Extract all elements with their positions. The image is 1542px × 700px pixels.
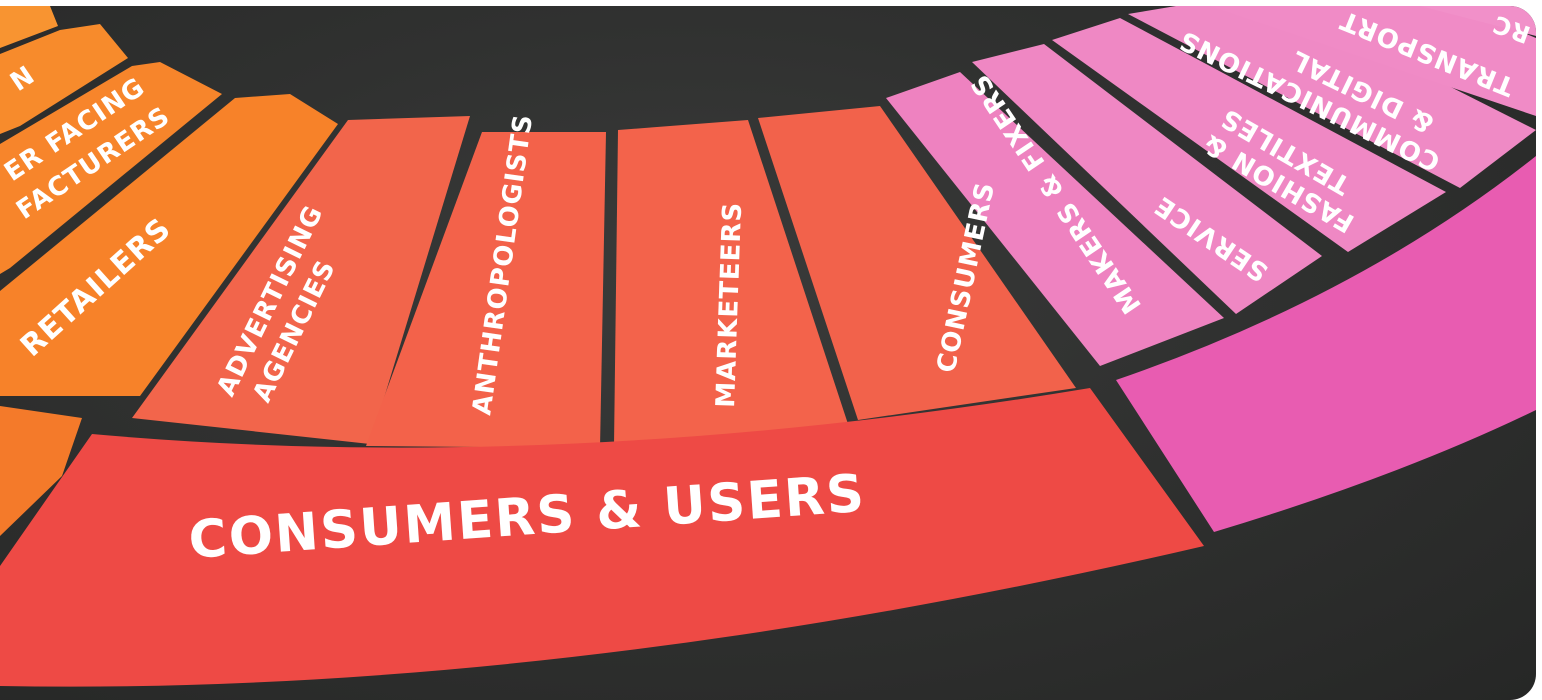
- segment-advertising-agencies: [132, 116, 470, 444]
- radial-diagram-photo: N ER FACING FACTURERS RETAILERS ADVERTIS…: [0, 6, 1536, 687]
- photo-frame: N ER FACING FACTURERS RETAILERS ADVERTIS…: [0, 6, 1536, 700]
- segment-consumer-facing-manufacturers: [0, 62, 222, 274]
- segment-retailers: [0, 94, 338, 396]
- label-marketeers: MARKETEERS: [711, 201, 748, 408]
- segment-anthropologists: [366, 132, 606, 448]
- segment-consumers-users: [0, 388, 1204, 687]
- segment-magenta-outer: [1116, 156, 1536, 532]
- segment-service: [972, 44, 1322, 314]
- segment-fashion-textiles: [1052, 18, 1446, 252]
- segment-orange-lower: [0, 406, 82, 536]
- segment-marketeers: [614, 120, 848, 446]
- segment-corner: [1420, 6, 1536, 36]
- segment-n: [0, 24, 128, 134]
- segment-communications-digital: [1128, 6, 1536, 188]
- segment-makers-fixers: [886, 72, 1224, 366]
- segment-consumers: [758, 106, 1076, 420]
- segment-transport: [1210, 6, 1536, 116]
- segment-partial-top-left: [0, 6, 58, 48]
